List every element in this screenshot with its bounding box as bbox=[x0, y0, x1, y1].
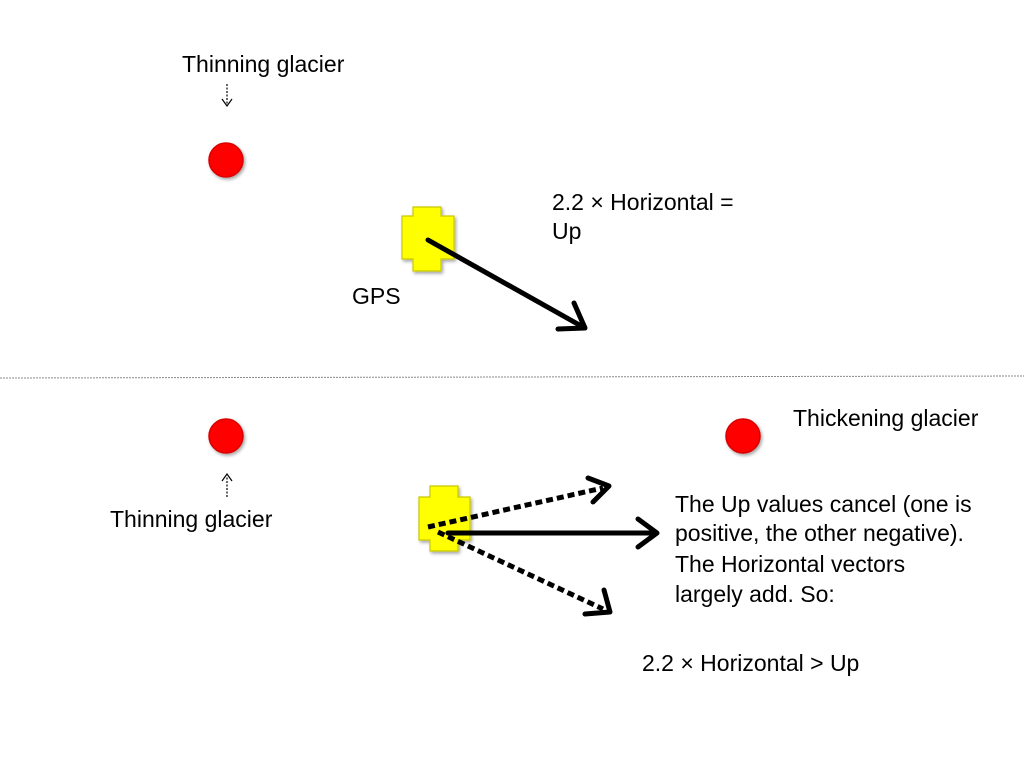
conclusion-equation: 2.2 × Horizontal > Up bbox=[642, 650, 860, 676]
dotted-vector-down-arrow bbox=[436, 529, 613, 617]
gps-label: GPS bbox=[352, 283, 401, 309]
left-glacier-label: Thinning glacier bbox=[110, 506, 273, 532]
top-gps-vector-arrow bbox=[425, 237, 588, 332]
top-glacier-marker bbox=[208, 142, 244, 178]
explanation-line: positive, the other negative). bbox=[675, 520, 964, 546]
left-glacier-marker bbox=[208, 418, 244, 454]
right-glacier-marker bbox=[725, 418, 761, 454]
top-glacier-label: Thinning glacier bbox=[182, 51, 345, 77]
resultant-vector-arrow bbox=[445, 516, 660, 550]
explanation-line: The Up values cancel (one is bbox=[675, 491, 972, 517]
panel-divider bbox=[0, 375, 1024, 379]
explanation-line: largely add. So: bbox=[675, 581, 835, 607]
top-equation-line1: 2.2 × Horizontal = bbox=[552, 189, 734, 215]
explanation-line: The Horizontal vectors bbox=[675, 551, 906, 577]
top-equation-line2: Up bbox=[552, 218, 582, 244]
left-glacier-pointer-arrow bbox=[221, 472, 233, 497]
top-glacier-pointer-arrow bbox=[221, 84, 233, 108]
right-glacier-label: Thickening glacier bbox=[793, 405, 979, 431]
dotted-vector-up-arrow bbox=[427, 475, 612, 530]
